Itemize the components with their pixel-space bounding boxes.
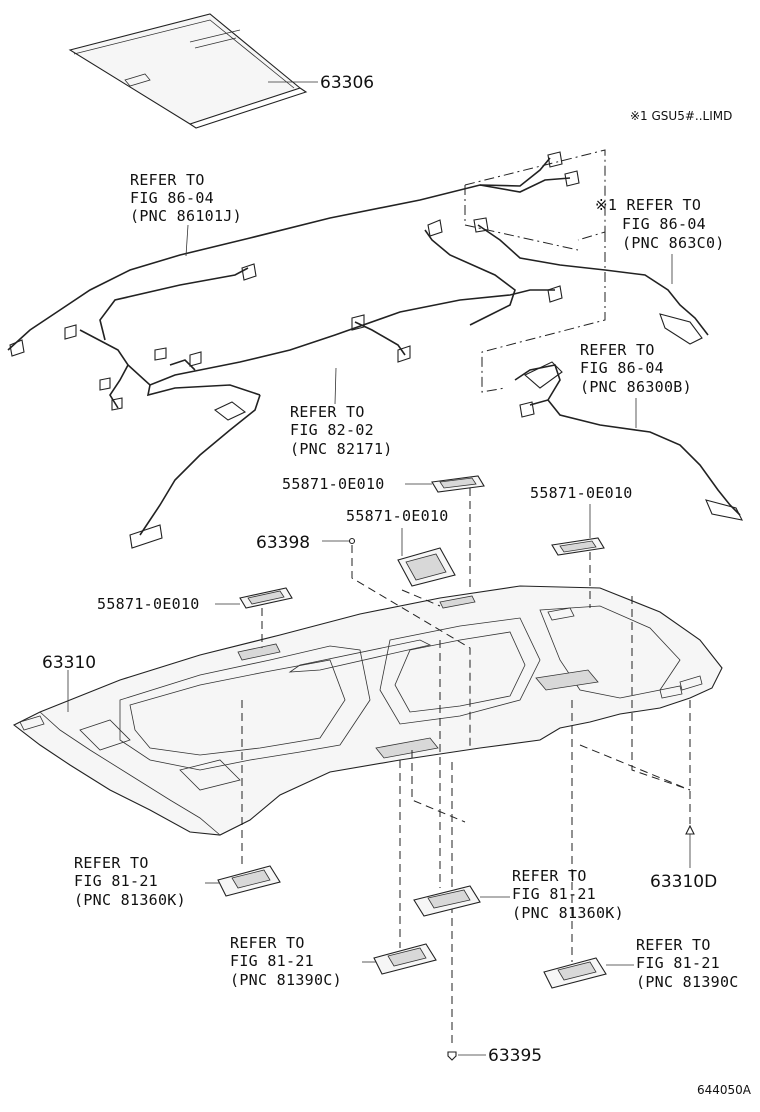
part-number-55871-d[interactable]: 55871-0E010 <box>97 595 200 613</box>
part-number-55871-c[interactable]: 55871-0E010 <box>530 484 633 502</box>
wire-harness-main[interactable] <box>7 151 580 549</box>
part-63310d-clip[interactable] <box>685 824 695 835</box>
lamp-lower-center[interactable] <box>373 943 437 975</box>
svg-text:(PNC 81360K): (PNC 81360K) <box>74 891 186 909</box>
ref-wire-center[interactable]: REFER TO FIG 82-02 (PNC 82171) <box>290 403 393 458</box>
part-number-55871-a[interactable]: 55871-0E010 <box>282 475 385 493</box>
svg-text:FIG 81-21: FIG 81-21 <box>636 954 720 972</box>
svg-text:FIG 86-04: FIG 86-04 <box>580 359 664 377</box>
lamp-cover-a[interactable] <box>431 475 485 493</box>
part-63310-headliner[interactable] <box>12 585 723 836</box>
part-63306-panel[interactable] <box>68 13 308 129</box>
part-number-63398[interactable]: 63398 <box>256 533 310 553</box>
lamp-cover-d[interactable] <box>239 587 293 609</box>
svg-text:REFER TO: REFER TO <box>130 171 205 189</box>
svg-text:(PNC 86300B): (PNC 86300B) <box>580 378 692 396</box>
svg-text:FIG 86-04: FIG 86-04 <box>622 215 706 233</box>
svg-text:(PNC 81360K): (PNC 81360K) <box>512 904 624 922</box>
ref-lamp-left[interactable]: REFER TO FIG 81-21 (PNC 81360K) <box>74 854 186 909</box>
wire-harness-right[interactable] <box>473 217 709 345</box>
lamp-cover-b[interactable] <box>397 547 456 587</box>
ref-lamp-lower-center[interactable]: REFER TO FIG 81-21 (PNC 81390C) <box>230 934 342 989</box>
ref-lamp-center[interactable]: REFER TO FIG 81-21 (PNC 81360K) <box>512 867 624 922</box>
svg-text:REFER TO: REFER TO <box>74 854 149 872</box>
part-number-55871-b[interactable]: 55871-0E010 <box>346 507 449 525</box>
lamp-left[interactable] <box>217 865 281 897</box>
part-number-63310[interactable]: 63310 <box>42 653 96 673</box>
wire-harness-lower-right[interactable] <box>514 361 743 521</box>
svg-text:FIG 86-04: FIG 86-04 <box>130 189 214 207</box>
part-63395-screw[interactable] <box>447 1051 457 1061</box>
lamp-lower-right[interactable] <box>543 957 607 989</box>
part-number-63310d[interactable]: 63310D <box>650 872 717 892</box>
svg-text:(PNC 863C0): (PNC 863C0) <box>622 234 725 252</box>
svg-text:REFER TO: REFER TO <box>580 341 655 359</box>
svg-text:(PNC 81390C): (PNC 81390C) <box>230 971 342 989</box>
ref-lamp-lower-right[interactable]: REFER TO FIG 81-21 (PNC 81390C <box>636 936 739 991</box>
svg-text:FIG 82-02: FIG 82-02 <box>290 421 374 439</box>
svg-text:(PNC 81390C: (PNC 81390C <box>636 973 739 991</box>
part-number-63395[interactable]: 63395 <box>488 1046 542 1066</box>
lamp-center[interactable] <box>413 885 481 917</box>
svg-text:REFER TO: REFER TO <box>636 936 711 954</box>
variant-note: ※1 GSU5#..LIMD <box>630 109 732 123</box>
svg-text:REFER TO: REFER TO <box>230 934 305 952</box>
svg-text:※1 REFER TO: ※1 REFER TO <box>595 196 701 214</box>
svg-text:REFER TO: REFER TO <box>290 403 365 421</box>
part-number-63306[interactable]: 63306 <box>320 73 374 93</box>
lamp-cover-c[interactable] <box>551 537 605 556</box>
svg-text:(PNC 82171): (PNC 82171) <box>290 440 393 458</box>
svg-text:FIG 81-21: FIG 81-21 <box>512 885 596 903</box>
svg-text:FIG 81-21: FIG 81-21 <box>230 952 314 970</box>
svg-text:(PNC 86101J): (PNC 86101J) <box>130 207 242 225</box>
ref-wire-right[interactable]: ※1 REFER TO FIG 86-04 (PNC 863C0) <box>595 196 725 252</box>
svg-text:FIG 81-21: FIG 81-21 <box>74 872 158 890</box>
ref-wire-main[interactable]: REFER TO FIG 86-04 (PNC 86101J) <box>130 171 242 225</box>
ref-wire-lower-right[interactable]: REFER TO FIG 86-04 (PNC 86300B) <box>580 341 692 396</box>
figure-id: 644050A <box>697 1083 752 1097</box>
svg-text:REFER TO: REFER TO <box>512 867 587 885</box>
part-63398-clip[interactable] <box>348 537 356 545</box>
